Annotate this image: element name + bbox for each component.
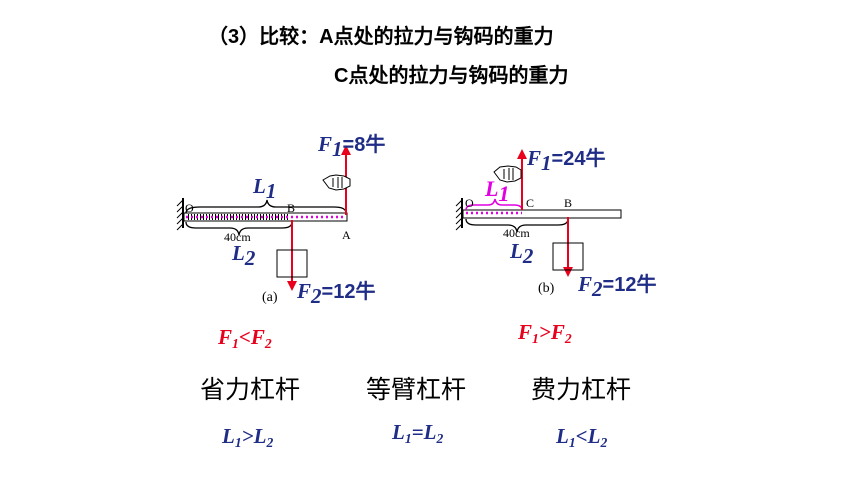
compare-b: F1>F2: [518, 320, 572, 347]
f2-label-a: F2=12牛: [296, 279, 375, 308]
caption-a: (a): [262, 290, 278, 305]
brace-l2-b: [465, 218, 569, 233]
l1-label-b: L1: [484, 176, 509, 206]
f2-label-b: F2=12牛: [577, 272, 656, 301]
weight-box-a: [276, 249, 308, 278]
question-line-2: C点处的拉力与钩码的重力: [334, 65, 569, 87]
point-a-a: A: [342, 228, 351, 242]
relation-equal-arm: L1=L2: [392, 420, 444, 447]
point-c-b: C: [526, 196, 534, 210]
relation-force-saving: L1>L2: [222, 424, 274, 451]
question-line-1: （3）比较：A点处的拉力与钩码的重力: [208, 26, 554, 48]
wall-hatch-b: [455, 199, 463, 231]
category-force-costing: 费力杠杆: [531, 375, 632, 404]
caption-b: (b): [538, 281, 555, 296]
lever-bar-b: [462, 209, 622, 219]
l1-label-a: L1: [252, 174, 276, 203]
diagram-a: O B A 40cm (a) F1=8牛 F2=12牛 L1 L2: [176, 132, 385, 308]
point-o-b: O: [465, 196, 474, 210]
brace-l2-a: [185, 221, 293, 236]
point-b-b: B: [564, 196, 572, 210]
relation-force-costing: L1<L2: [556, 424, 608, 451]
hand-icon: [493, 165, 522, 183]
brace-l1-a: [185, 199, 347, 214]
hand-icon: [322, 174, 351, 191]
brace-l1-b: [465, 198, 523, 211]
distance-a: 40cm: [224, 230, 251, 244]
lever-bar-a: [183, 212, 348, 222]
point-o-a: O: [185, 201, 194, 215]
f1-label-a: F1=8牛: [317, 132, 385, 161]
l2-label-b: L2: [509, 239, 534, 268]
l2-label-a: L2: [231, 241, 256, 270]
category-equal-arm: 等臂杠杆: [366, 375, 467, 404]
weight-box-b: [552, 242, 584, 271]
compare-a: F1<F2: [218, 325, 272, 352]
diagram-b: O C B 40cm (b) F1=24牛 F2=12牛 L1 L2: [455, 146, 656, 301]
distance-b: 40cm: [503, 226, 530, 240]
f1-label-b: F1=24牛: [526, 146, 605, 175]
point-b-a: B: [287, 201, 295, 215]
category-force-saving: 省力杠杆: [200, 375, 301, 404]
wall-hatch-a: [176, 199, 184, 231]
